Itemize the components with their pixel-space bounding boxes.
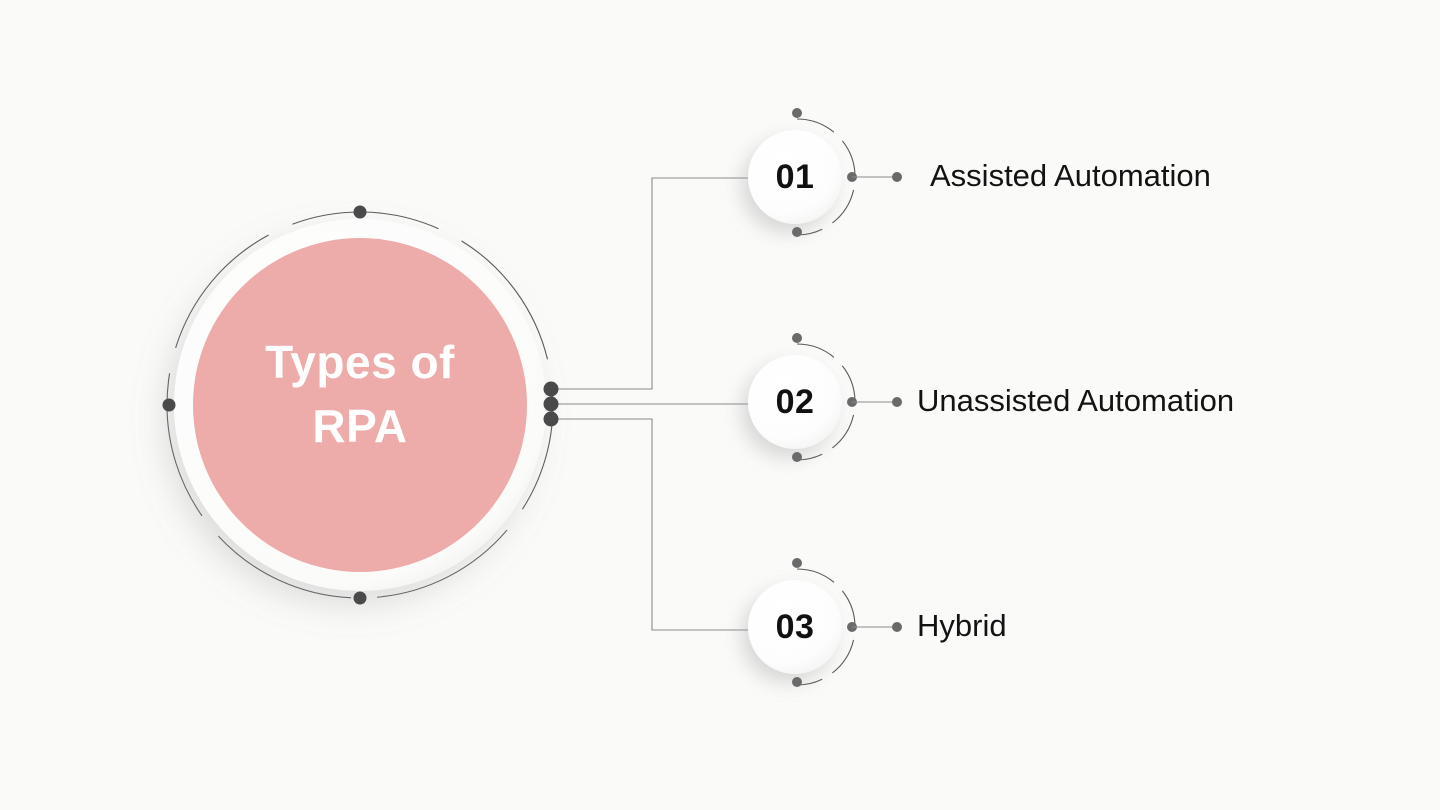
hub-dot-top [353,205,367,219]
node-01-arc-dot-top [792,108,802,118]
node-02-label-dot [892,397,902,407]
hub-dot-left [162,398,176,412]
node-01-group[interactable] [748,108,902,237]
node-02-arc-dot-bottom [792,452,802,462]
hub-connector-dot-1 [543,381,559,397]
node-03-arc-dot-bottom [792,677,802,687]
node-01-circle [748,130,842,224]
node-03-circle [748,580,842,674]
node-02-group[interactable] [748,333,902,462]
node-03-arc-dot-top [792,558,802,568]
node-01-label-dot [892,172,902,182]
node-01-number: 01 [775,158,815,196]
connector-path-03 [551,418,750,631]
connector-path-01 [551,177,750,390]
hub-connector-dot-3 [543,411,559,427]
hub-pink-circle [193,238,527,572]
node-03-number: 03 [775,608,815,646]
node-01-arc-dot-bottom [792,227,802,237]
node-02-number: 02 [775,383,815,421]
node-03-group[interactable] [748,558,902,687]
node-03-label-dot [892,622,902,632]
hub-dot-bottom [353,591,367,605]
node-02-arc-dot-top [792,333,802,343]
connector-lines [551,177,750,631]
node-01-label: Assisted Automation [930,158,1211,193]
node-02-circle [748,355,842,449]
node-03-label: Hybrid [917,608,1007,643]
hub-group[interactable] [162,205,559,605]
hub-connector-dot-2 [543,396,559,412]
node-02-label: Unassisted Automation [917,383,1235,418]
